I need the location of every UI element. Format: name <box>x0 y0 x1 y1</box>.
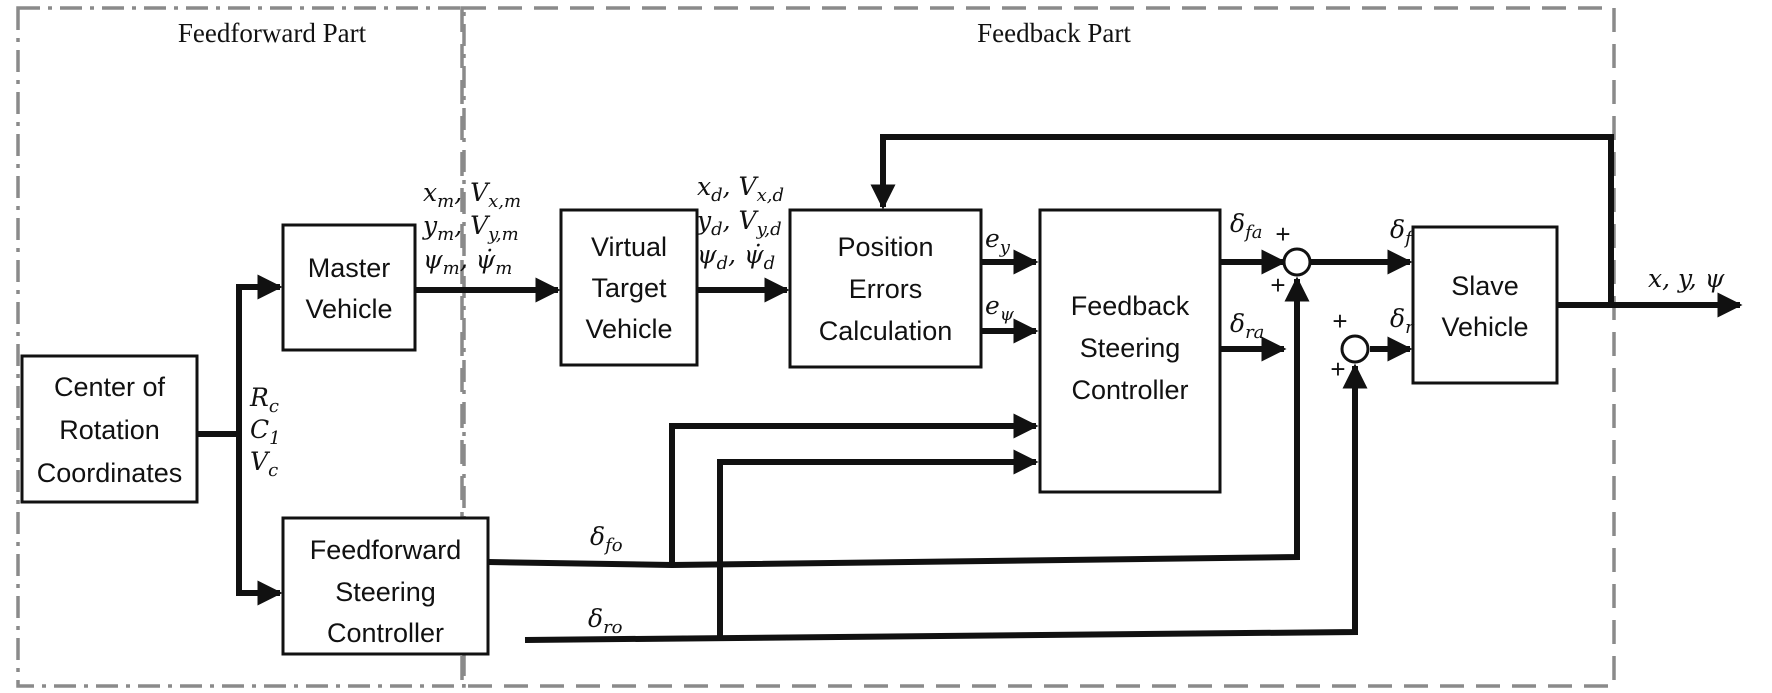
block-label-line: Errors <box>849 274 923 304</box>
block-label-line: Coordinates <box>37 458 183 488</box>
wire-feedback-loop <box>870 134 1614 305</box>
label-target-out-2: yd, Vy,d <box>696 206 782 240</box>
feedback-region <box>460 6 1616 688</box>
block-frame <box>788 208 983 369</box>
label-delta-ra: δra <box>1230 309 1264 343</box>
block-label-line: Controller <box>327 618 444 648</box>
block-virtual-target: Virtual Target Vehicle <box>559 208 699 367</box>
label-delta-fo: δfo <box>590 522 623 556</box>
plus-sign: + <box>1330 354 1345 384</box>
label-master-out-2: ym, Vy,m <box>422 211 519 245</box>
sum-junction-front <box>1282 247 1312 277</box>
block-label-line: Virtual <box>591 232 667 262</box>
wire-delta-ro-branch <box>717 449 1039 636</box>
block-frame <box>20 354 199 504</box>
block-label-line: Slave <box>1451 271 1519 301</box>
block-label-line: Target <box>591 273 667 303</box>
label-c1: C1 <box>250 415 281 449</box>
block-frame <box>1411 225 1559 385</box>
block-frame <box>1038 208 1222 494</box>
block-label-line: Controller <box>1071 375 1188 405</box>
wire-delta-ro <box>524 363 1368 643</box>
block-label-line: Position <box>837 232 933 262</box>
label-master-out-1: xm, Vx,m <box>423 178 521 212</box>
block-label-line: Vehicle <box>585 314 672 344</box>
label-delta-ro: δro <box>588 604 623 638</box>
plus-sign: + <box>1332 306 1347 336</box>
block-label-line: Vehicle <box>305 294 392 324</box>
block-frame <box>281 223 417 352</box>
block-label-line: Calculation <box>819 316 953 346</box>
wire-delta-fo <box>487 276 1310 569</box>
block-frame <box>281 516 490 656</box>
plus-sign: + <box>1275 219 1290 249</box>
plus-sign: + <box>1270 270 1285 300</box>
label-output: x, y, ψ <box>1648 264 1725 293</box>
label-epsi: eψ <box>985 291 1015 325</box>
block-frame <box>559 208 699 367</box>
signal-labels: Rc C1 Vc xm, Vx,m ym, Vy,m ψm, ψ̇m xd, V… <box>249 172 1725 638</box>
label-delta-fa: δfa <box>1230 209 1262 243</box>
block-center-rotation: Center of Rotation Coordinates <box>20 354 199 504</box>
label-target-out-3: ψd, ψ̇d <box>697 240 775 274</box>
sum-junction-rear <box>1340 334 1370 364</box>
block-label-line: Rotation <box>59 415 160 445</box>
block-feedback-controller: Feedback Steering Controller <box>1038 208 1222 494</box>
label-delta-r: δr <box>1390 304 1415 338</box>
label-rc: Rc <box>249 383 279 417</box>
feedback-title: Feedback Part <box>977 18 1131 48</box>
block-label-line: Vehicle <box>1441 312 1528 342</box>
wire-delta-fo-branch <box>669 413 1039 565</box>
block-feedforward-controller: Feedforward Steering Controller <box>281 516 490 656</box>
label-master-out-3: ψm, ψ̇m <box>423 245 512 279</box>
block-label-line: Master <box>308 253 391 283</box>
signal-wires <box>196 134 1743 643</box>
label-vc: Vc <box>250 447 278 481</box>
label-delta-f: δf <box>1390 215 1415 249</box>
block-master-vehicle: Master Vehicle <box>281 223 417 352</box>
label-target-out-1: xd, Vx,d <box>697 172 784 206</box>
block-position-errors: Position Errors Calculation <box>788 208 983 369</box>
feedforward-region <box>16 6 466 688</box>
block-label-line: Center of <box>54 372 166 402</box>
block-label-line: Steering <box>335 577 436 607</box>
feedforward-title: Feedforward Part <box>178 18 367 48</box>
block-label-line: Feedforward <box>310 535 462 565</box>
block-label-line: Feedback <box>1071 291 1190 321</box>
label-ey: ey <box>985 224 1011 258</box>
block-label-line: Steering <box>1080 333 1181 363</box>
block-slave-vehicle: Slave Vehicle <box>1411 225 1559 385</box>
